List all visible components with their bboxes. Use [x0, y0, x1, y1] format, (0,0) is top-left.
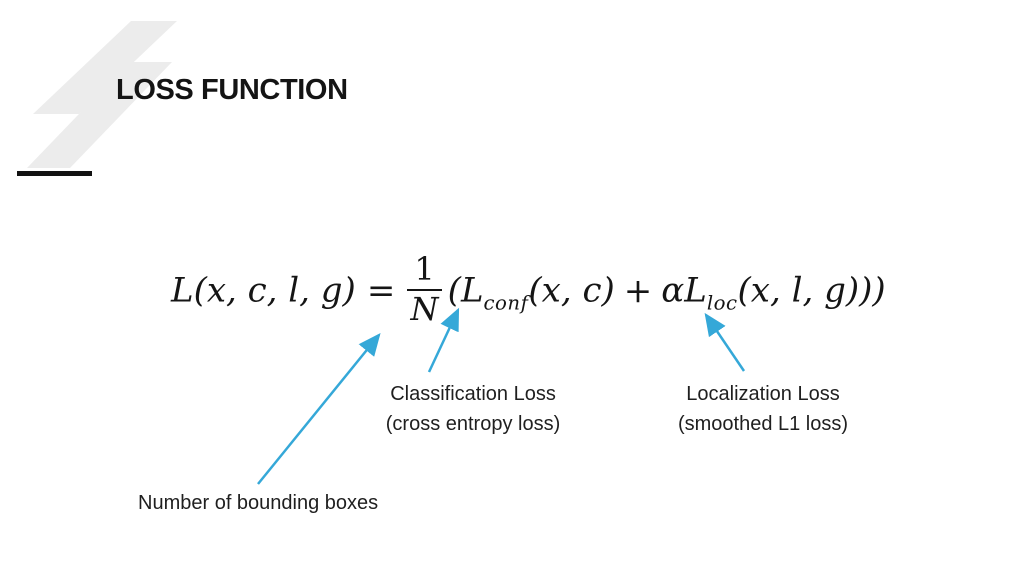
- formula-alpha-coefficient: α: [661, 270, 685, 311]
- formula-close-paren: )): [859, 270, 886, 311]
- classification-loss-subtitle: (cross entropy loss): [385, 413, 561, 435]
- classification-loss-label: Classification Loss (cross entropy loss): [358, 379, 588, 439]
- localization-loss-label: Localization Loss (smoothed L1 loss): [648, 379, 878, 439]
- formula-conf-term: L: [460, 270, 484, 311]
- localization-loss-subtitle: (smoothed L1 loss): [677, 413, 849, 435]
- number-of-bounding-boxes-label: Number of bounding boxes: [138, 492, 379, 514]
- title-underline-bar: [17, 171, 92, 176]
- classification-loss-title: Classification Loss: [390, 383, 556, 405]
- formula-open-paren: (: [447, 270, 461, 311]
- formula-equals-sign: =: [366, 270, 396, 311]
- slide-title: LOSS FUNCTION: [116, 74, 348, 106]
- formula-denominator: N: [410, 289, 439, 328]
- formula-lhs: L(x, c, l, g): [171, 270, 356, 311]
- formula-numerator: 1: [407, 252, 442, 291]
- formula-plus-sign: +: [623, 270, 653, 311]
- formula-conf-subscript: conf: [483, 291, 529, 315]
- formula-loc-subscript: loc: [706, 291, 738, 315]
- formula-loc-term: L: [684, 270, 707, 311]
- formula-conf-args: (x, c): [528, 270, 615, 311]
- localization-loss-title: Localization Loss: [686, 383, 840, 405]
- formula-loc-args: (x, l, g): [737, 270, 860, 311]
